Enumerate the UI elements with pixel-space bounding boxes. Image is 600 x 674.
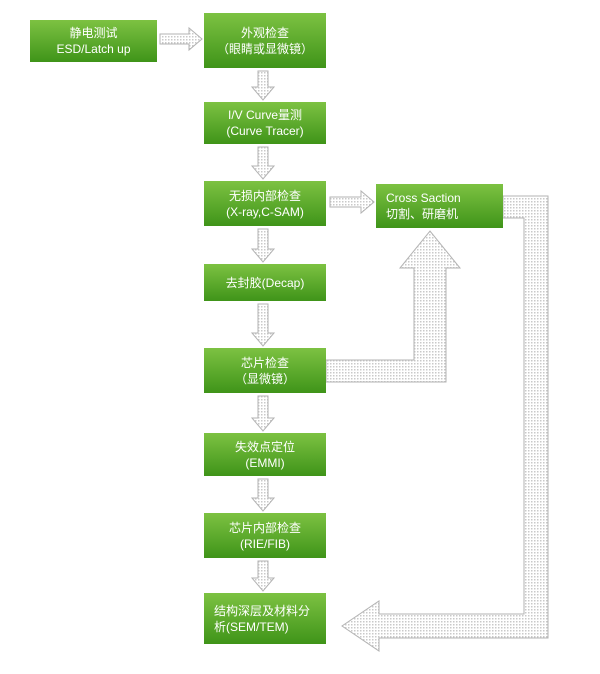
box-label-line1: 芯片检查 — [240, 355, 289, 370]
box-label-line1: 结构深层及材料分 — [214, 603, 311, 618]
box-label-line2: （显微镜） — [234, 371, 295, 386]
flow-box-sem-tem: 结构深层及材料分 析(SEM/TEM) — [204, 593, 326, 644]
connector-chip-to-cross-up-arrow — [325, 230, 462, 383]
box-label-line2: （眼睛或显微镜） — [216, 41, 313, 56]
arrow-emmi-to-rie — [250, 478, 276, 512]
arrow-iv-to-ndt — [250, 146, 276, 180]
connector-cross-to-sem-left-arrow — [341, 195, 549, 652]
box-label-line2: (EMMI) — [245, 455, 285, 470]
box-label-line1: 芯片内部检查 — [228, 520, 301, 535]
arrow-rie-to-sem — [250, 560, 276, 592]
box-label-line1: 无损内部检查 — [228, 188, 301, 203]
arrow-decap-to-chip — [250, 303, 276, 347]
box-label-line2: 析(SEM/TEM) — [214, 619, 289, 634]
flow-box-iv-curve: I/V Curve量测 (Curve Tracer) — [204, 102, 326, 144]
box-label-line1: 失效点定位 — [234, 439, 295, 454]
box-label-line1: 静电测试 — [69, 26, 118, 40]
box-label-line2: 切割、研磨机 — [386, 207, 459, 221]
flow-box-esd-test: 静电测试 ESD/Latch up — [30, 20, 157, 62]
flow-box-emmi: 失效点定位 (EMMI) — [204, 433, 326, 476]
box-label-line2: (X-ray,C-SAM) — [226, 204, 304, 219]
arrow-chip-to-emmi — [250, 395, 276, 432]
box-label-line1: I/V Curve量测 — [227, 108, 303, 122]
box-label-line2: (RIE/FIB) — [240, 536, 290, 551]
flow-box-visual-inspection: 外观检查 （眼睛或显微镜） — [204, 13, 326, 68]
arrow-visual-to-iv — [250, 70, 276, 101]
arrow-esd-to-visual — [159, 26, 203, 52]
box-label-line2: (Curve Tracer) — [226, 124, 304, 138]
arrow-ndt-to-cross — [329, 189, 375, 215]
box-label-line1: 外观检查 — [240, 25, 289, 40]
flow-box-cross-section: Cross Saction 切割、研磨机 — [376, 184, 503, 228]
flow-box-rie-fib: 芯片内部检查 (RIE/FIB) — [204, 513, 326, 558]
flow-box-nondestructive-inspection: 无损内部检查 (X-ray,C-SAM) — [204, 181, 326, 226]
box-label-line2: ESD/Latch up — [56, 42, 131, 56]
box-label-line1: Cross Saction — [386, 191, 461, 205]
arrow-ndt-to-decap — [250, 228, 276, 263]
flow-box-decap: 去封胶(Decap) — [204, 264, 326, 301]
box-label-line1: 去封胶(Decap) — [225, 275, 305, 290]
flow-box-chip-inspection: 芯片检查 （显微镜） — [204, 348, 326, 393]
